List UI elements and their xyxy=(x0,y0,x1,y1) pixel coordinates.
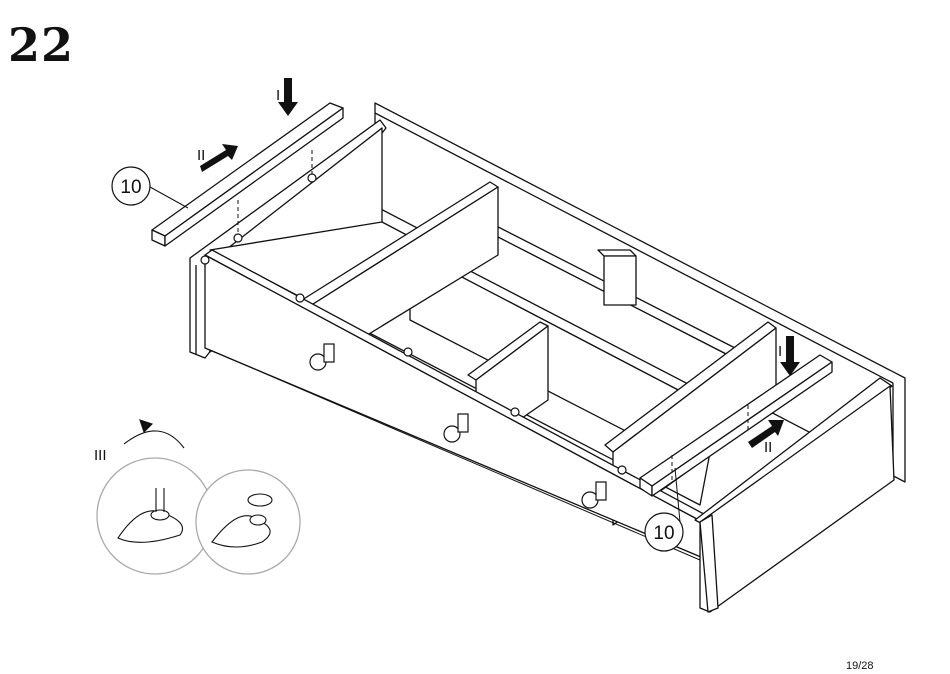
callout-left-label: 10 xyxy=(120,177,141,198)
arrow-label-ii-right: II xyxy=(764,439,772,456)
vertical-divider-3 xyxy=(598,250,636,305)
arrow-label-i-right: I xyxy=(778,343,782,360)
arrow-label-ii-left: II xyxy=(197,147,205,164)
detail-label-iii: III xyxy=(94,447,107,464)
callout-left: 10 xyxy=(112,167,188,208)
arrow-label-i-left: I xyxy=(276,87,280,104)
detail-foot-adjustment: III xyxy=(94,420,300,574)
arrow-slide-left: II xyxy=(197,144,238,172)
callout-right-label: 10 xyxy=(653,523,674,544)
arrow-down-left: I xyxy=(276,78,298,116)
page-number: 19/28 xyxy=(846,661,874,672)
